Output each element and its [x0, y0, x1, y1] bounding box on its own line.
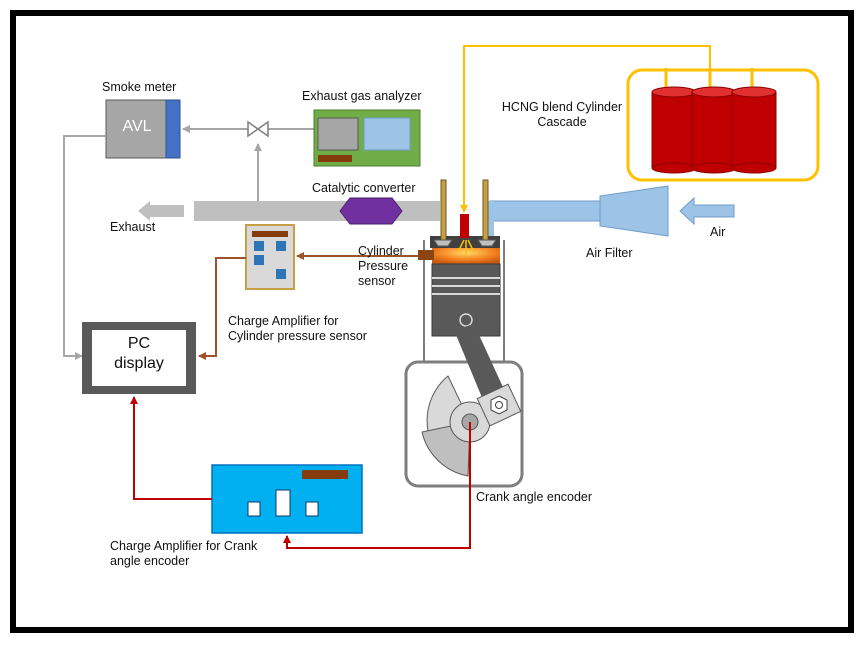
ignition-spark	[457, 239, 475, 254]
gas-cylinder-2	[691, 86, 737, 174]
label-catalytic-converter: Catalytic converter	[312, 181, 416, 195]
catalytic-converter	[339, 197, 403, 225]
pressure-amp-to-pc-line	[198, 257, 246, 360]
label-pc-display: PC display	[114, 335, 164, 372]
hcng-cylinder-cascade	[626, 68, 820, 182]
three-way-valve-icon	[247, 120, 269, 138]
charge-amplifier-crank-angle	[211, 464, 363, 534]
label-air: Air	[710, 225, 726, 239]
exhaust-gas-analyzer	[313, 109, 421, 167]
smoke-meter-to-pc-line	[63, 135, 106, 360]
label-charge-amp-crank: Charge Amplifier for Crank angle encoder	[110, 539, 258, 568]
label-air-filter: Air Filter	[586, 246, 633, 260]
pc-display	[82, 322, 196, 394]
crank-signal-line	[283, 422, 471, 549]
label-hcng-cascade: HCNG blend Cylinder Cascade	[501, 100, 623, 129]
label-cylinder-pressure-sensor: Cylinder Pressure sensor	[358, 244, 409, 288]
label-avl: AVL	[122, 118, 152, 135]
crank-amp-to-pc-line	[130, 396, 212, 500]
gas-supply-line	[460, 45, 711, 213]
crank-pin	[476, 383, 522, 427]
engine	[404, 179, 524, 488]
gas-injector	[460, 214, 469, 238]
combustion-chamber	[432, 248, 500, 264]
smoke-meter	[105, 99, 181, 159]
intake-valve	[477, 179, 497, 247]
label-exhaust: Exhaust	[110, 220, 156, 234]
charge-amplifier-cylinder-pressure	[245, 224, 295, 290]
air-filter	[599, 185, 669, 237]
gas-cylinder-3	[731, 86, 777, 174]
gas-cylinder-1	[651, 86, 697, 174]
label-exhaust-gas-analyzer: Exhaust gas analyzer	[302, 89, 422, 103]
exhaust-valve	[433, 179, 453, 247]
label-crank-angle-encoder: Crank angle encoder	[476, 490, 593, 504]
air-inlet-arrow	[679, 196, 735, 226]
label-charge-amp-cylinder: Charge Amplifier for Cylinder pressure s…	[228, 314, 367, 343]
piston	[431, 263, 501, 337]
label-smoke-meter: Smoke meter	[102, 80, 177, 94]
pressure-sensor-tip	[418, 250, 434, 260]
